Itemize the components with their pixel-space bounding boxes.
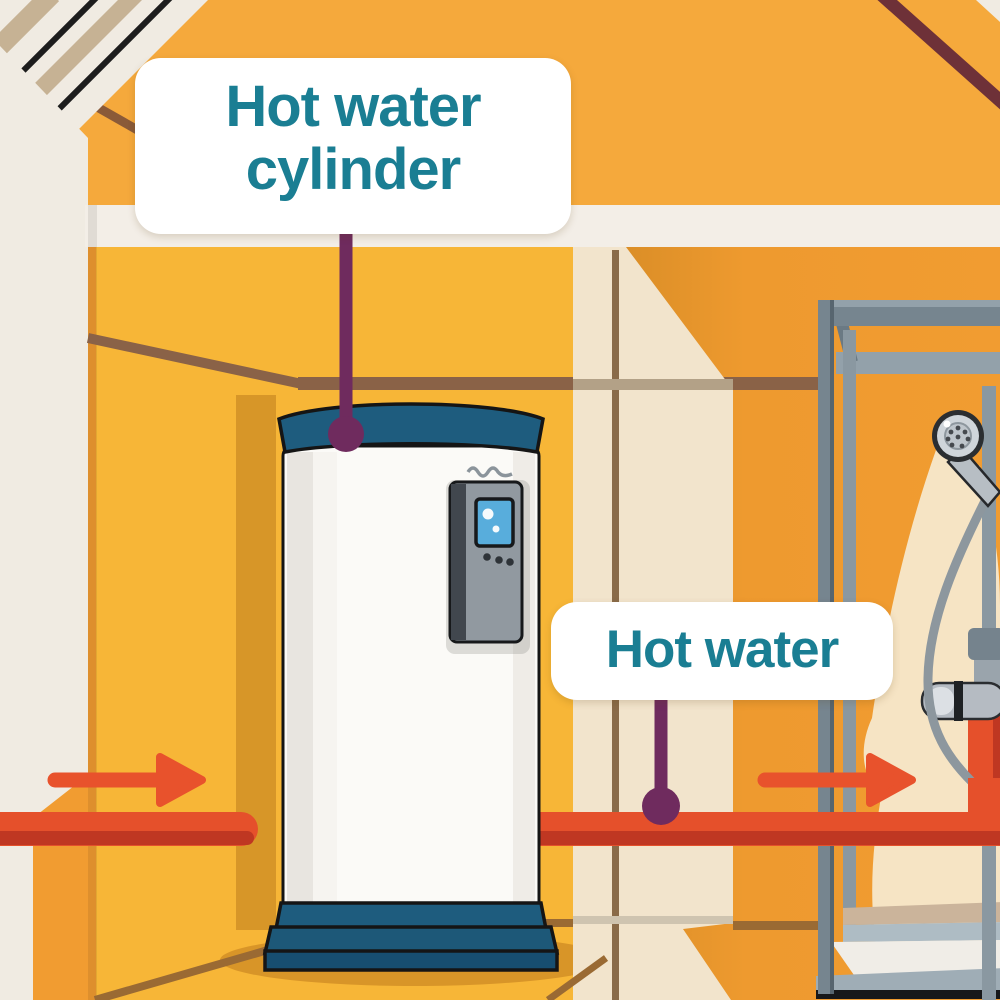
leader-line-hot-water [642,690,680,825]
control-panel [446,466,530,654]
leader-line-cylinder [328,226,364,452]
left-wall-edge [0,46,88,1000]
panel-buttons [483,553,514,566]
flow-arrow-icon [47,753,206,807]
cylinder-base [262,901,560,972]
leader-dot [328,416,364,452]
floor-lines [93,919,818,1000]
cylinder-wall-shadow [236,395,276,930]
hot-water-pipe [0,778,1000,846]
roof-beam-maroon [877,0,1000,110]
cylinder-top-cap [277,402,545,455]
shower-hose [923,492,993,786]
leader-dot [642,787,680,825]
label-hot-water: Hot water [551,602,893,700]
label-hot-water-cylinder: Hot water cylinder [135,58,571,234]
label-hot-water-cylinder-text: Hot water cylinder [225,74,481,202]
panel-screen [474,497,515,548]
shower-head-icon [932,410,1000,508]
flow-arrow-icon [757,753,916,807]
shower-tray [816,902,1000,999]
rail-bracket [968,628,1000,660]
label-hot-water-text: Hot water [605,619,839,679]
hot-water-cylinder [262,402,560,972]
